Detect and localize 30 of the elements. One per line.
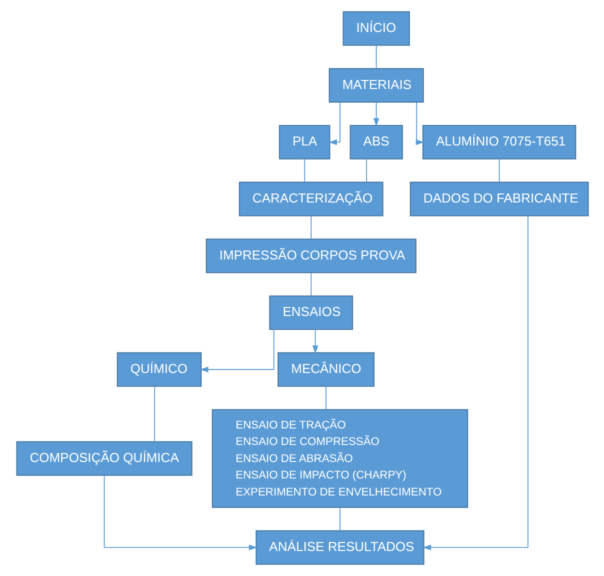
connector	[310, 216, 312, 240]
node-box: ALUMÍNIO 7075-T651	[422, 124, 576, 160]
node-box: PLA	[278, 124, 330, 160]
arrow	[328, 102, 340, 146]
arrow	[199, 329, 274, 372]
node-box: MATERIAIS	[328, 68, 424, 103]
connector	[339, 507, 340, 531]
arrow	[103, 475, 257, 550]
node-box: CARACTERIZAÇÃO	[238, 182, 383, 216]
connector	[304, 158, 305, 182]
connector	[375, 45, 376, 69]
node-box: INÍCIO	[342, 11, 410, 46]
node-box: ABS	[349, 124, 402, 160]
node-box: DADOS DO FABRICANTE	[409, 182, 588, 216]
node-box: ANÁLISE RESULTADOS	[255, 530, 424, 565]
arrow	[422, 215, 528, 550]
connector	[310, 272, 312, 296]
connector	[366, 158, 367, 182]
node-box: COMPOSIÇÃO QUÍMICA	[16, 441, 192, 476]
node-box: ENSAIOS	[268, 295, 353, 330]
node-box: IMPRESSÃO CORPOS PROVA	[205, 238, 416, 274]
node-box: ENSAIO DE TRAÇÃO ENSAIO DE COMPRESSÃO ENSAIO DE ABRASÃO ENSAIO DE IMPACTO (CHARPY) EXPERIMENTO DE ENVELHECIMENTO	[211, 409, 468, 508]
connector	[325, 386, 326, 410]
connector	[154, 386, 155, 442]
arrow	[372, 102, 379, 127]
connector	[498, 158, 500, 182]
node-box: MECÂNICO	[277, 352, 374, 387]
node-box: QUÍMICO	[116, 352, 202, 387]
arrow	[415, 102, 424, 146]
arrow	[312, 329, 318, 354]
